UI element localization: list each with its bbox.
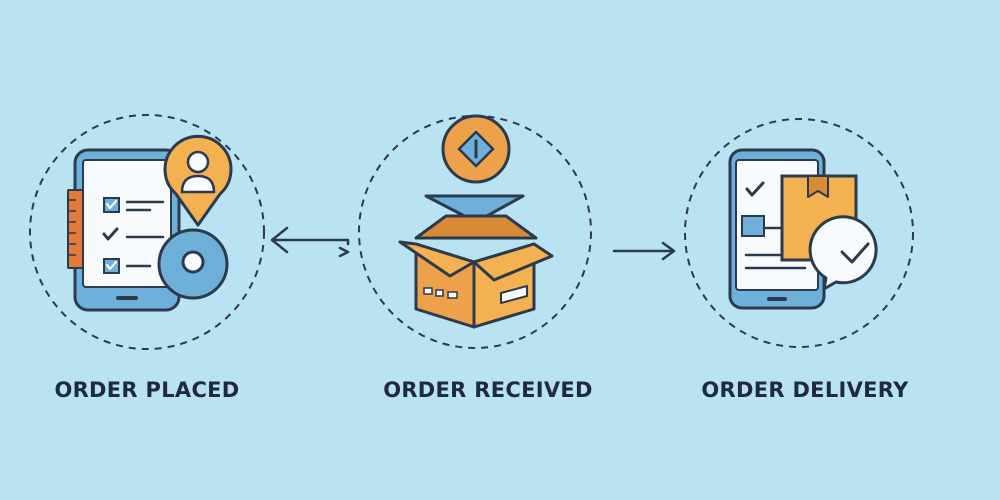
down-arrow-icon [424, 194, 525, 224]
dashed-ring-order-placed [29, 114, 265, 350]
label-order-received: ORDER RECEIVED [383, 378, 593, 402]
open-box-icon [398, 214, 554, 329]
label-order-delivery: ORDER DELIVERY [701, 378, 909, 402]
connector-arrow-2 [612, 241, 676, 261]
label-order-placed: ORDER PLACED [54, 378, 240, 402]
step-order-received [358, 114, 592, 349]
info-badge-icon [441, 114, 511, 184]
phone-checklist-icon [67, 148, 181, 312]
user-pin-icon [163, 134, 233, 227]
gear-disc-icon [157, 228, 229, 300]
step-order-delivery [684, 118, 914, 348]
checkmark-bubble-icon [808, 215, 878, 291]
step-order-placed [29, 114, 265, 350]
dashed-ring-order-delivery [684, 118, 914, 348]
connector-arrow-1 [270, 226, 350, 258]
